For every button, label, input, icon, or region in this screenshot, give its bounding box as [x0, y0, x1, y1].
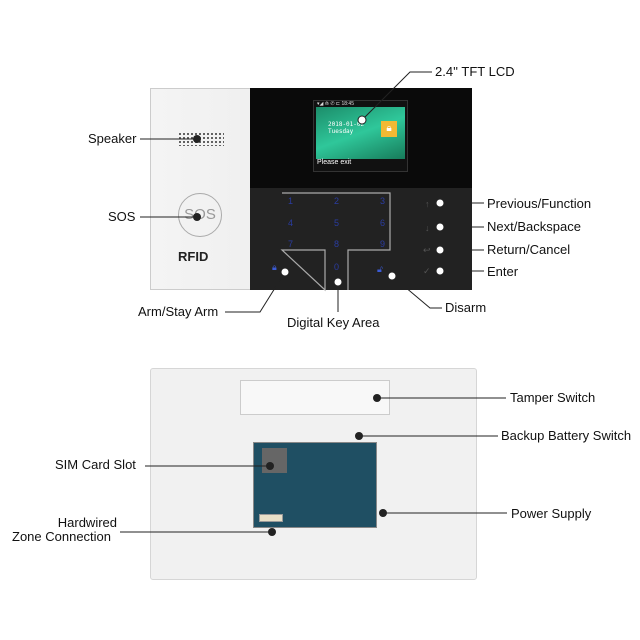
key-0[interactable]: 0 [334, 262, 340, 272]
key-4[interactable]: 4 [288, 218, 294, 228]
label-enter: Enter [487, 264, 519, 279]
key-7[interactable]: 7 [288, 239, 294, 249]
label-speaker: Speaker [88, 131, 137, 146]
label-tamper-switch: Tamper Switch [510, 390, 596, 405]
label-arm-stay-arm: Arm/Stay Arm [138, 304, 219, 319]
sim-card-slot [262, 448, 287, 473]
lock-icon: 🔒︎ [381, 121, 397, 137]
label-next-backspace: Next/Backspace [487, 219, 581, 234]
label-sim-card-slot: SIM Card Slot [55, 457, 136, 472]
key-3[interactable]: 3 [380, 196, 386, 206]
mounting-bracket [240, 380, 390, 415]
key-1[interactable]: 1 [288, 196, 294, 206]
svg-text:↑: ↑ [425, 199, 430, 209]
callout-dots [193, 115, 445, 536]
label-disarm: Disarm [445, 300, 487, 315]
label-tft-lcd: 2.4'' TFT LCD [435, 64, 515, 79]
label-zone-connection: Zone Connection [12, 529, 112, 544]
zone-connector [259, 514, 283, 522]
lcd-day: Tuesday [328, 128, 354, 135]
label-previous-function: Previous/Function [487, 196, 592, 211]
label-sos: SOS [108, 209, 136, 224]
svg-text:✓: ✓ [423, 266, 431, 276]
lcd-message: Please exit [317, 159, 352, 166]
rfid-logo: RFID [178, 249, 209, 264]
svg-text:↩: ↩ [423, 245, 431, 255]
keypad-outline [280, 192, 391, 292]
svg-text:↓: ↓ [425, 223, 430, 233]
label-return-cancel: Return/Cancel [487, 242, 571, 257]
disarm-unlock-icon[interactable]: 🔓︎ [377, 264, 383, 274]
label-power-supply: Power Supply [511, 506, 592, 521]
label-hardwired: Hardwired [57, 515, 117, 530]
lcd-status-bar: ▾◢ ⟰ ✆ ⊏ 18:45 [317, 101, 354, 107]
key-2[interactable]: 2 [334, 196, 340, 206]
key-5[interactable]: 5 [334, 218, 340, 228]
nav-key-glyphs: ↑ ↓ ↩ ✓ [423, 199, 431, 276]
key-6[interactable]: 6 [380, 218, 386, 228]
label-digital-key-area: Digital Key Area [287, 315, 380, 330]
arm-lock-icon[interactable]: 🔒︎ [272, 262, 277, 272]
lcd-date: 2018-01-02 [328, 121, 365, 128]
key-9[interactable]: 9 [380, 239, 386, 249]
label-backup-battery-switch: Backup Battery Switch [501, 428, 632, 443]
key-8[interactable]: 8 [334, 239, 340, 249]
